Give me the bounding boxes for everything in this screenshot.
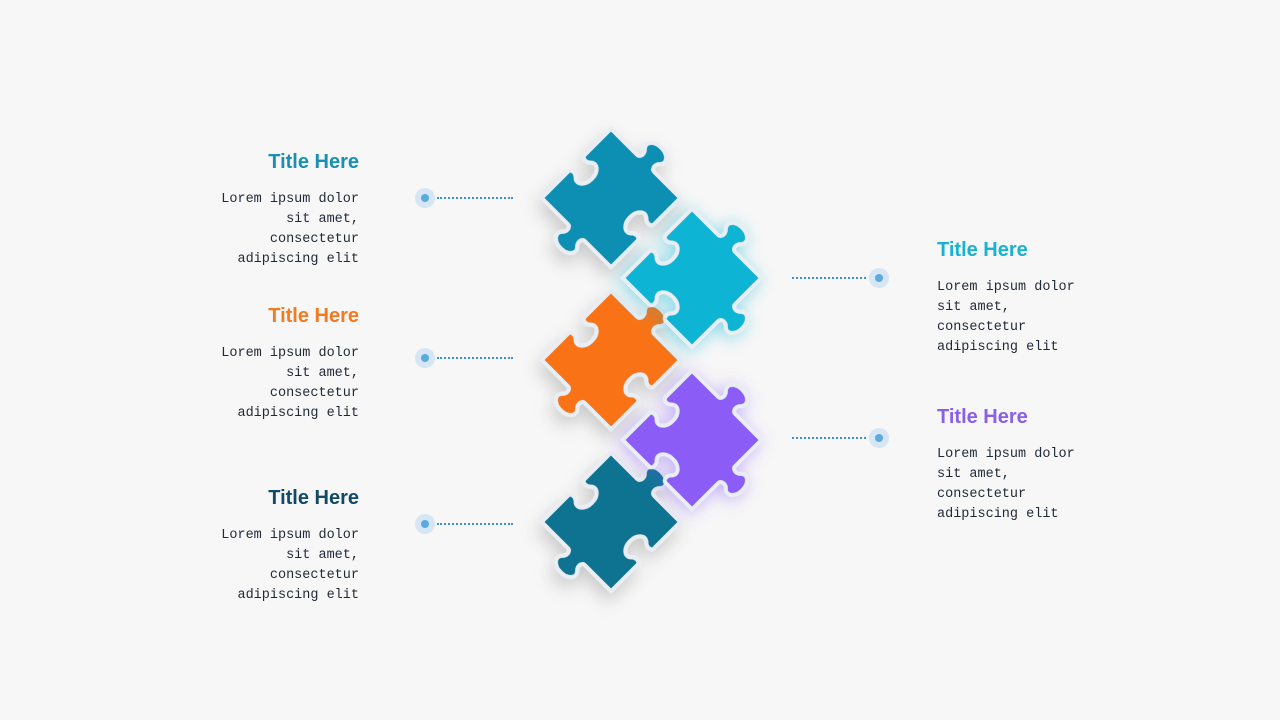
item-3-connector — [415, 348, 515, 368]
item-4-body: Lorem ipsum dolor sit amet, consectetur … — [937, 447, 1075, 522]
connector-line — [792, 277, 866, 279]
connector-dot — [415, 348, 435, 368]
connector-dot — [869, 268, 889, 288]
puzzle-piece-2 — [620, 206, 764, 350]
connector-line — [437, 197, 513, 199]
item-1-label: Title Here Lorem ipsum dolor sit amet, c… — [189, 150, 359, 270]
connector-line — [437, 523, 513, 525]
puzzle-piece-1 — [539, 126, 683, 270]
item-5-connector — [415, 514, 515, 534]
item-1-title: Title Here — [268, 151, 359, 173]
connector-dot — [415, 188, 435, 208]
connector-line — [792, 437, 866, 439]
connector-dot — [415, 514, 435, 534]
puzzle-piece-3 — [539, 288, 683, 432]
item-4-label: Title Here Lorem ipsum dolor sit amet, c… — [937, 405, 1107, 525]
item-3-label: Title Here Lorem ipsum dolor sit amet, c… — [189, 304, 359, 424]
item-2-title: Title Here — [937, 239, 1028, 261]
item-5-label: Title Here Lorem ipsum dolor sit amet, c… — [189, 486, 359, 606]
item-4-title: Title Here — [937, 406, 1028, 428]
puzzle-piece-4 — [620, 368, 764, 512]
item-4-connector — [792, 428, 890, 448]
connector-dot — [869, 428, 889, 448]
puzzle-piece-5 — [539, 450, 683, 594]
item-5-body: Lorem ipsum dolor sit amet, consectetur … — [221, 528, 359, 603]
connector-line — [437, 357, 513, 359]
item-5-title: Title Here — [268, 487, 359, 509]
item-1-body: Lorem ipsum dolor sit amet, consectetur … — [221, 192, 359, 267]
item-3-body: Lorem ipsum dolor sit amet, consectetur … — [221, 346, 359, 421]
item-2-body: Lorem ipsum dolor sit amet, consectetur … — [937, 280, 1075, 355]
item-2-connector — [792, 268, 890, 288]
item-2-label: Title Here Lorem ipsum dolor sit amet, c… — [937, 238, 1107, 358]
item-3-title: Title Here — [268, 305, 359, 327]
item-1-connector — [415, 188, 515, 208]
